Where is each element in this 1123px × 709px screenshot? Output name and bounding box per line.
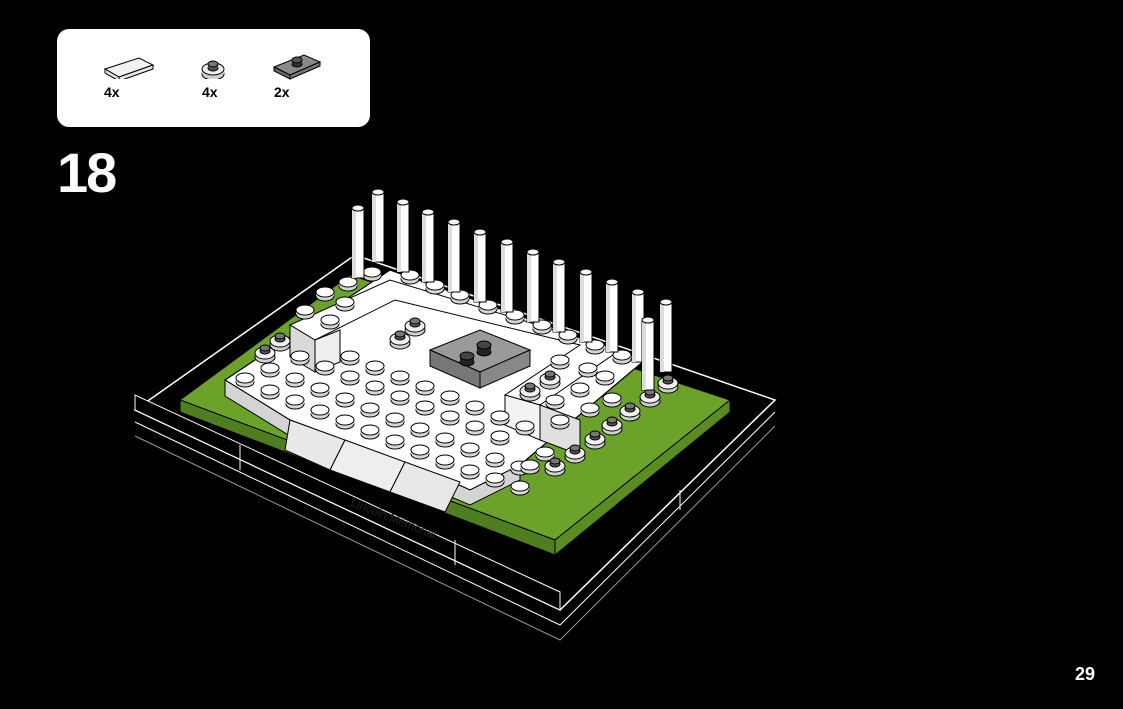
page-number: 29 (1075, 664, 1095, 685)
